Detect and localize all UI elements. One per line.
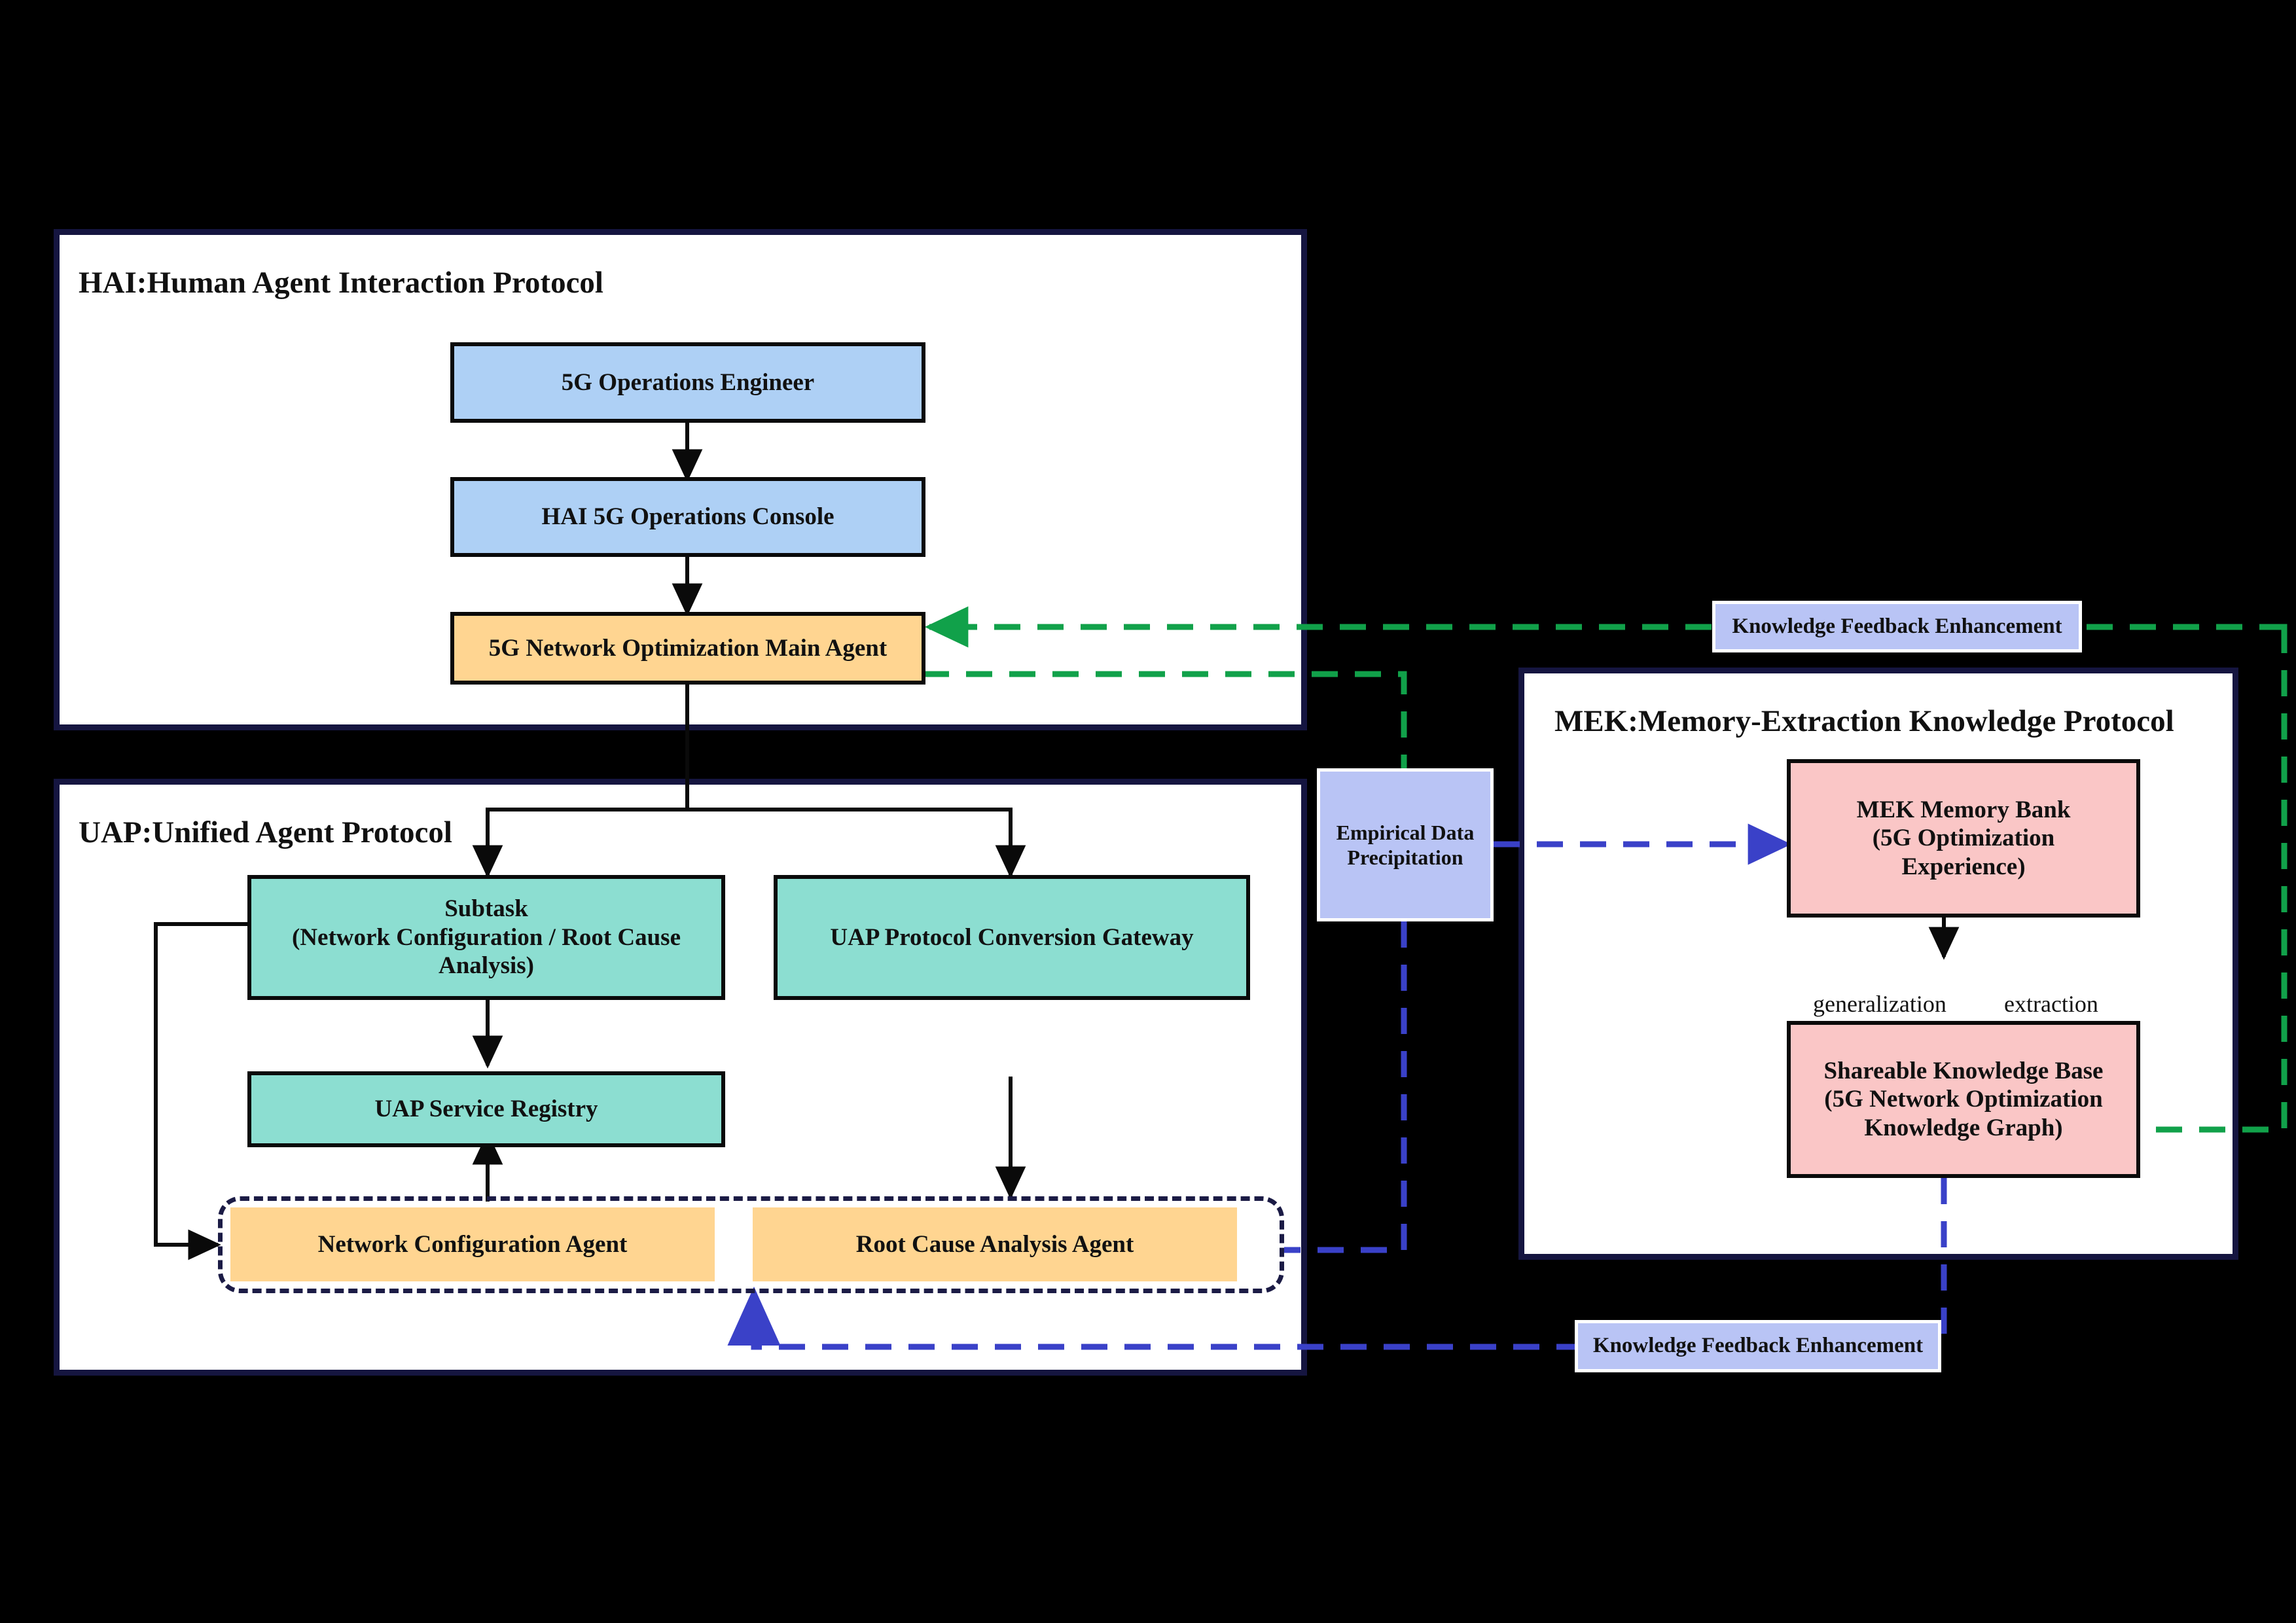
edge-knowledge-feedback-to-main-agent	[2081, 624, 2287, 630]
edge-label-generalization: generalization	[1813, 991, 1946, 1017]
node-5g-operations-engineer[interactable]: 5G Operations Engineer	[450, 342, 925, 423]
node-root-cause-analysis-agent[interactable]: Root Cause Analysis Agent	[753, 1207, 1237, 1281]
knowledge-base-line-2: (5G Network Optimization	[1824, 1086, 2103, 1113]
node-network-configuration-agent[interactable]: Network Configuration Agent	[230, 1207, 715, 1281]
panel-title-hai: HAI:Human Agent Interaction Protocol	[79, 266, 603, 300]
node-5g-network-optimization-main-agent[interactable]: 5G Network Optimization Main Agent	[450, 612, 925, 685]
memory-bank-line-1: MEK Memory Bank	[1856, 796, 2071, 823]
empirical-line-1: Empirical Data	[1336, 820, 1475, 844]
node-subtask[interactable]: Subtask (Network Configuration / Root Ca…	[247, 875, 725, 1000]
empirical-line-2: Precipitation	[1347, 846, 1463, 869]
subtask-line-1: Subtask	[444, 895, 528, 923]
subtask-line-2: (Network Configuration / Root Cause	[291, 923, 681, 951]
label-knowledge-feedback-enhancement-bottom: Knowledge Feedback Enhancement	[1575, 1320, 1941, 1372]
node-shareable-knowledge-base[interactable]: Shareable Knowledge Base (5G Network Opt…	[1787, 1021, 2140, 1178]
label-empirical-data-precipitation: Empirical Data Precipitation	[1317, 768, 1494, 921]
edge-label-extraction: extraction	[2004, 991, 2098, 1017]
panel-title-uap: UAP:Unified Agent Protocol	[79, 815, 452, 849]
node-uap-service-registry[interactable]: UAP Service Registry	[247, 1071, 725, 1147]
node-hai-5g-operations-console[interactable]: HAI 5G Operations Console	[450, 477, 925, 557]
memory-bank-line-2: (5G Optimization	[1872, 825, 2055, 852]
label-knowledge-feedback-enhancement-top: Knowledge Feedback Enhancement	[1712, 601, 2082, 652]
memory-bank-line-3: Experience)	[1901, 853, 2026, 880]
node-mek-memory-bank[interactable]: MEK Memory Bank (5G Optimization Experie…	[1787, 759, 2140, 918]
agents-group-container	[218, 1196, 1284, 1293]
knowledge-base-line-3: Knowledge Graph)	[1864, 1114, 2063, 1141]
node-uap-protocol-conversion-gateway[interactable]: UAP Protocol Conversion Gateway	[774, 875, 1250, 1000]
subtask-line-3: Analysis)	[439, 952, 534, 980]
knowledge-base-line-1: Shareable Knowledge Base	[1823, 1057, 2104, 1084]
panel-title-mek: MEK:Memory-Extraction Knowledge Protocol	[1554, 704, 2174, 738]
